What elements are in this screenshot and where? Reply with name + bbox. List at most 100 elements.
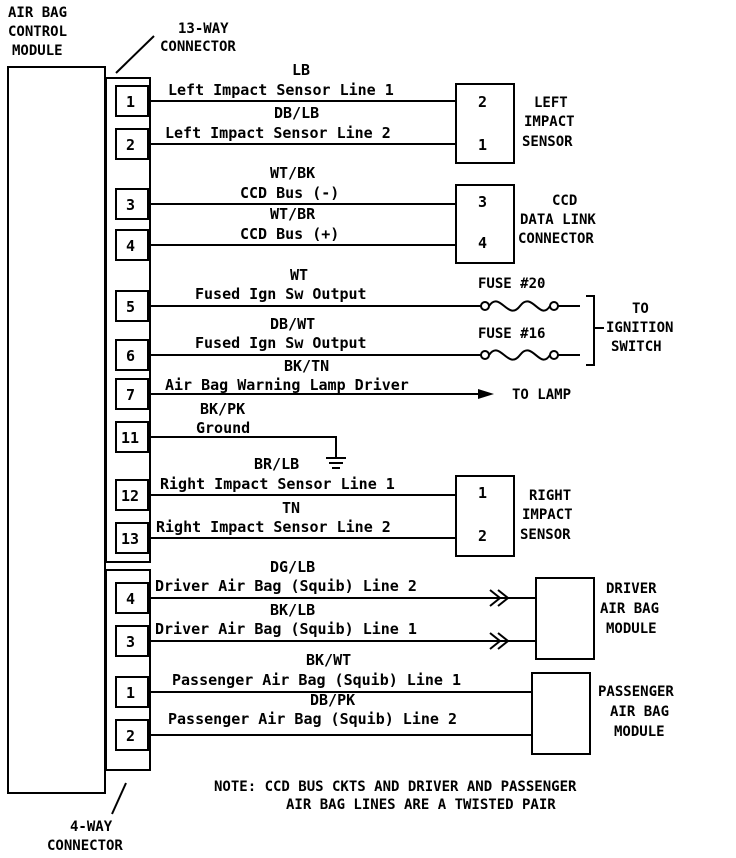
pin-box: [115, 339, 149, 371]
ccd-connector-label: CCD DATA LINK CONNECTOR: [518, 193, 596, 247]
wire-color: BK/PK: [200, 400, 245, 418]
svg-text:IGNITION: IGNITION: [606, 320, 673, 336]
wire-name: Driver Air Bag (Squib) Line 1: [155, 620, 417, 638]
passenger-airbag-module-label: PASSENGER AIR BAG MODULE: [598, 684, 674, 740]
right-impact-sensor-box: [455, 475, 515, 557]
svg-text:PASSENGER: PASSENGER: [598, 684, 674, 700]
passenger-airbag-module-box: [531, 672, 591, 755]
component-pin: 2: [478, 93, 487, 111]
wire-color: BK/WT: [306, 651, 351, 669]
pins-13-way: [115, 85, 149, 554]
svg-text:CONNECTOR: CONNECTOR: [160, 39, 236, 55]
wire-name: Passenger Air Bag (Squib) Line 1: [172, 671, 461, 689]
fuse-16-label: FUSE #16: [478, 326, 545, 342]
module-label: AIR BAG CONTROL MODULE: [8, 5, 67, 59]
svg-text:TO: TO: [632, 301, 649, 317]
svg-text:SWITCH: SWITCH: [611, 339, 662, 355]
svg-text:AIR BAG: AIR BAG: [600, 601, 659, 617]
component-pin: 4: [478, 234, 487, 252]
fuse-20-label: FUSE #20: [478, 276, 545, 292]
wire-color: DB/LB: [274, 104, 319, 122]
wire-color: DG/LB: [270, 558, 315, 576]
wire-color: WT/BK: [270, 164, 315, 182]
pin-number: 2: [126, 136, 135, 154]
svg-text:CONTROL: CONTROL: [8, 24, 67, 40]
wire-name: Right Impact Sensor Line 1: [160, 475, 395, 493]
svg-text:DRIVER: DRIVER: [606, 581, 657, 597]
wire-color: DB/WT: [270, 315, 315, 333]
wire-name: Fused Ign Sw Output: [195, 334, 367, 352]
pin-number: 13: [121, 530, 139, 548]
svg-text:AIR BAG LINES ARE A TWISTED PA: AIR BAG LINES ARE A TWISTED PAIR: [286, 797, 556, 813]
svg-text:LEFT: LEFT: [534, 95, 568, 111]
driver-airbag-module-box: [535, 577, 595, 660]
wire-name: Air Bag Warning Lamp Driver: [165, 376, 409, 394]
wire-name: Passenger Air Bag (Squib) Line 2: [168, 710, 457, 728]
pin-number: 3: [126, 196, 135, 214]
pin-number: 12: [121, 487, 139, 505]
pin-number: 11: [121, 429, 139, 447]
connector-arrow-icon: [489, 589, 510, 650]
svg-text:CCD: CCD: [552, 193, 577, 209]
svg-text:AIR BAG: AIR BAG: [610, 704, 669, 720]
connector-13-way-housing: [105, 77, 151, 563]
pin-number: 3: [126, 633, 135, 651]
component-pin: 3: [478, 193, 487, 211]
driver-airbag-module-label: DRIVER AIR BAG MODULE: [600, 581, 659, 637]
wire-color: DB/PK: [310, 691, 355, 709]
wire-name: CCD Bus (-): [240, 184, 339, 202]
wire-name: Left Impact Sensor Line 2: [165, 124, 391, 142]
right-impact-sensor-label: RIGHT IMPACT SENSOR: [520, 488, 573, 543]
wire-color: WT/BR: [270, 205, 316, 223]
fuse-16-icon: [480, 349, 580, 361]
svg-text:SENSOR: SENSOR: [522, 134, 573, 150]
svg-text:4-WAY: 4-WAY: [70, 819, 113, 835]
wire-color: BK/TN: [284, 357, 329, 375]
svg-text:IMPACT: IMPACT: [522, 507, 573, 523]
svg-text:AIR BAG: AIR BAG: [8, 5, 67, 21]
wire-color: TN: [282, 499, 300, 517]
connector-13-way-label: 13-WAY CONNECTOR: [115, 21, 236, 74]
pin-number: 1: [126, 684, 135, 702]
wire-name: Fused Ign Sw Output: [195, 285, 367, 303]
svg-text:IMPACT: IMPACT: [524, 114, 575, 130]
wire-name: Driver Air Bag (Squib) Line 2: [155, 577, 417, 595]
pins-4-way: [115, 582, 149, 751]
ground-icon: [326, 457, 346, 469]
wire-color: BR/LB: [254, 455, 299, 473]
pin-box: [115, 85, 149, 117]
wire-color: LB: [292, 61, 310, 79]
pin-number: 5: [126, 298, 135, 316]
ignition-switch-label: TO IGNITION SWITCH: [606, 301, 673, 355]
component-pin: 1: [478, 484, 487, 502]
connector-4-way-label: 4-WAY CONNECTOR: [47, 782, 127, 854]
fuse-20-icon: [480, 300, 580, 312]
pin-number: 1: [126, 93, 135, 111]
note: NOTE: CCD BUS CKTS AND DRIVER AND PASSEN…: [214, 779, 577, 813]
svg-text:CONNECTOR: CONNECTOR: [518, 231, 594, 247]
wire-color: BK/LB: [270, 601, 315, 619]
ignition-bracket: [586, 295, 595, 366]
pin-box: [115, 676, 149, 708]
pin-number: 6: [126, 347, 135, 365]
svg-text:MODULE: MODULE: [614, 724, 665, 740]
pin-number: 2: [126, 727, 135, 745]
pin-box: [115, 229, 149, 261]
connector-4-way-housing: [105, 569, 151, 771]
to-lamp-label: TO LAMP: [512, 387, 571, 403]
pin-number: 4: [126, 590, 135, 608]
wire-name: Left Impact Sensor Line 1: [168, 81, 394, 99]
svg-text:RIGHT: RIGHT: [529, 488, 571, 504]
svg-text:MODULE: MODULE: [12, 43, 63, 59]
air-bag-control-module-box: [7, 66, 106, 794]
ccd-connector-box: [455, 184, 515, 264]
component-pin: 1: [478, 136, 487, 154]
pin-number: 7: [126, 386, 135, 404]
wires: [148, 100, 536, 736]
pin-box: [115, 290, 149, 322]
wire-name: CCD Bus (+): [240, 225, 339, 243]
svg-text:13-WAY: 13-WAY: [178, 21, 229, 37]
svg-text:DATA LINK: DATA LINK: [520, 212, 596, 228]
wire-name: Right Impact Sensor Line 2: [156, 518, 391, 536]
